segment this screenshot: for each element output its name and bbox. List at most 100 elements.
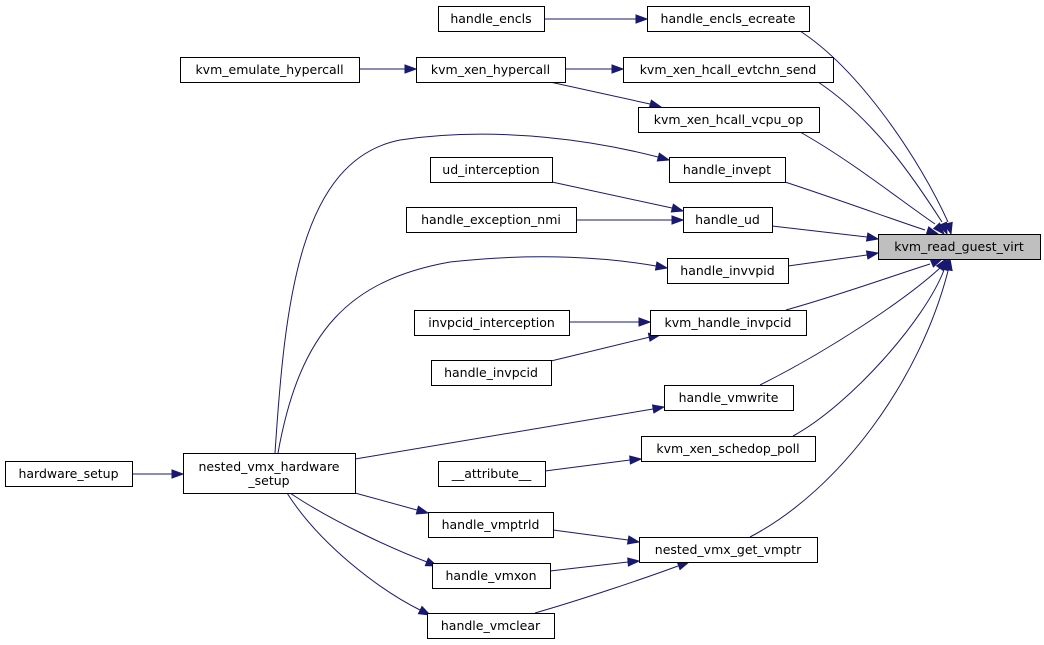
node-hardware-setup[interactable]: hardware_setup: [5, 461, 133, 487]
edge-nested_vmx_hardware_setup-to-handle_vmwrite: [354, 404, 666, 460]
arrow-head-icon: [404, 64, 418, 74]
edges-layer: [132, 14, 953, 616]
edge-line: [544, 459, 631, 472]
edge-line: [354, 492, 418, 511]
node-ud-interception[interactable]: ud_interception: [430, 157, 553, 183]
node-handle-encls-ecreate[interactable]: handle_encls_ecreate: [647, 6, 810, 32]
edge-__attribute__-to-kvm_xen_schedop_poll: [544, 455, 643, 472]
node-label: handle_vmxon: [445, 568, 536, 583]
node-box: [183, 453, 356, 494]
edge-line: [552, 529, 629, 541]
node-attribute--[interactable]: __attribute__: [438, 461, 546, 487]
node-handle-vmptrld[interactable]: handle_vmptrld: [428, 512, 554, 538]
node-label: kvm_handle_invpcid: [665, 315, 792, 330]
edge-line: [286, 492, 421, 611]
edge-line: [771, 225, 868, 238]
arrow-head-icon: [638, 317, 652, 327]
edge-line: [354, 408, 654, 460]
arrow-head-icon: [670, 203, 685, 213]
edge-nested_vmx_hardware_setup-to-handle_vmxon: [289, 492, 439, 567]
node-kvm-xen-hypercall[interactable]: kvm_xen_hypercall: [416, 57, 566, 83]
edge-line: [785, 263, 931, 311]
node-invpcid-interception[interactable]: invpcid_interception: [414, 310, 570, 336]
node-label: handle_invvpid: [680, 263, 774, 278]
node-handle-vmxon[interactable]: handle_vmxon: [432, 563, 551, 589]
node-box: [667, 258, 789, 284]
edge-line: [799, 131, 936, 225]
node-kvm-xen-schedop-poll[interactable]: kvm_xen_schedop_poll: [641, 436, 816, 462]
node-kvm-xen-hcall-vcpu-op[interactable]: kvm_xen_hcall_vcpu_op: [638, 107, 820, 133]
node-box: [414, 310, 570, 336]
edge-line: [817, 81, 943, 223]
node-label: handle_exception_nmi: [421, 212, 561, 227]
node-label: handle_vmptrld: [442, 517, 540, 532]
node-handle-invept[interactable]: handle_invept: [669, 157, 786, 183]
node-label: handle_ud: [695, 212, 760, 227]
edge-nested_vmx_get_vmptr-to-kvm_read_guest_virt: [749, 257, 953, 538]
node-box: [438, 461, 546, 487]
node-label: kvm_xen_hcall_vcpu_op: [654, 112, 804, 127]
node-box: [438, 6, 545, 32]
edge-line: [274, 133, 659, 454]
arrow-head-icon: [629, 455, 643, 465]
node-box: [878, 234, 1041, 260]
node-box: [406, 207, 577, 233]
node-handle-ud[interactable]: handle_ud: [683, 207, 773, 233]
node-label: __attribute__: [451, 466, 532, 481]
edge-handle_invvpid-to-kvm_read_guest_virt: [787, 250, 880, 267]
node-box: [647, 6, 810, 32]
node-kvm-read-guest-virt[interactable]: kvm_read_guest_virt: [878, 234, 1041, 260]
node-box: [427, 613, 555, 639]
node-handle-exception-nmi[interactable]: handle_exception_nmi: [406, 207, 577, 233]
arrow-head-icon: [415, 505, 430, 515]
arrow-head-icon: [938, 221, 948, 236]
node-kvm-xen-hcall-evtchn-send[interactable]: kvm_xen_hcall_evtchn_send: [623, 57, 834, 83]
arrow-head-icon: [171, 469, 185, 479]
edge-line: [784, 181, 926, 231]
node-label: kvm_emulate_hypercall: [195, 62, 343, 77]
node-box: [650, 310, 807, 336]
node-kvm-handle-invpcid[interactable]: kvm_handle_invpcid: [650, 310, 807, 336]
edge-line: [787, 254, 868, 267]
arrow-head-icon: [417, 605, 432, 616]
node-nested-vmx-hardware-setup[interactable]: nested_vmx_hardware_setup: [183, 453, 356, 494]
node-box: [638, 107, 820, 133]
edge-line: [749, 270, 949, 538]
edge-invpcid_interception-to-kvm_handle_invpcid: [569, 317, 652, 327]
node-nested-vmx-get-vmptr[interactable]: nested_vmx_get_vmptr: [639, 537, 818, 563]
edge-line: [799, 30, 949, 223]
arrow-head-icon: [671, 215, 685, 225]
node-handle-vmwrite[interactable]: handle_vmwrite: [664, 385, 794, 411]
node-box: [180, 57, 360, 83]
edge-handle_vmxon-to-nested_vmx_get_vmptr: [549, 557, 641, 572]
arrow-head-icon: [648, 99, 663, 109]
node-label: handle_vmwrite: [679, 390, 779, 405]
edge-line: [759, 267, 941, 386]
edge-nested_vmx_hardware_setup-to-handle_vmptrld: [354, 492, 430, 515]
node-box: [639, 537, 818, 563]
edge-kvm_xen_hypercall-to-kvm_xen_hcall_evtchn_send: [565, 64, 625, 74]
edge-kvm_handle_invpcid-to-kvm_read_guest_virt: [785, 258, 944, 311]
arrow-head-icon: [865, 232, 880, 242]
edge-handle_invept-to-kvm_read_guest_virt: [784, 181, 940, 236]
node-kvm-emulate-hypercall[interactable]: kvm_emulate_hypercall: [180, 57, 360, 83]
edge-handle_vmclear-to-nested_vmx_get_vmptr: [534, 561, 691, 614]
node-label: kvm_xen_hcall_evtchn_send: [640, 62, 817, 77]
node-label: handle_invpcid: [444, 365, 538, 380]
node-box: [669, 157, 786, 183]
node-handle-invvpid[interactable]: handle_invvpid: [667, 258, 789, 284]
edge-line: [549, 81, 651, 105]
edge-kvm_emulate_hypercall-to-kvm_xen_hypercall: [359, 64, 418, 74]
edge-nested_vmx_hardware_setup-to-handle_vmclear: [286, 492, 432, 616]
node-handle-encls[interactable]: handle_encls: [438, 6, 545, 32]
edge-handle_invpcid-to-kvm_handle_invpcid: [550, 332, 662, 362]
edge-kvm_xen_hcall_evtchn_send-to-kvm_read_guest_virt: [817, 81, 948, 236]
node-box: [430, 157, 553, 183]
node-handle-vmclear[interactable]: handle_vmclear: [427, 613, 555, 639]
edge-line: [534, 565, 679, 614]
node-handle-invpcid[interactable]: handle_invpcid: [431, 360, 552, 386]
edge-line: [549, 561, 629, 572]
nodes-layer: kvm_read_guest_virt handle_encls handle_en…: [5, 6, 1041, 639]
edge-nested_vmx_hardware_setup-to-handle_invept: [274, 133, 671, 454]
edge-line: [277, 256, 657, 454]
